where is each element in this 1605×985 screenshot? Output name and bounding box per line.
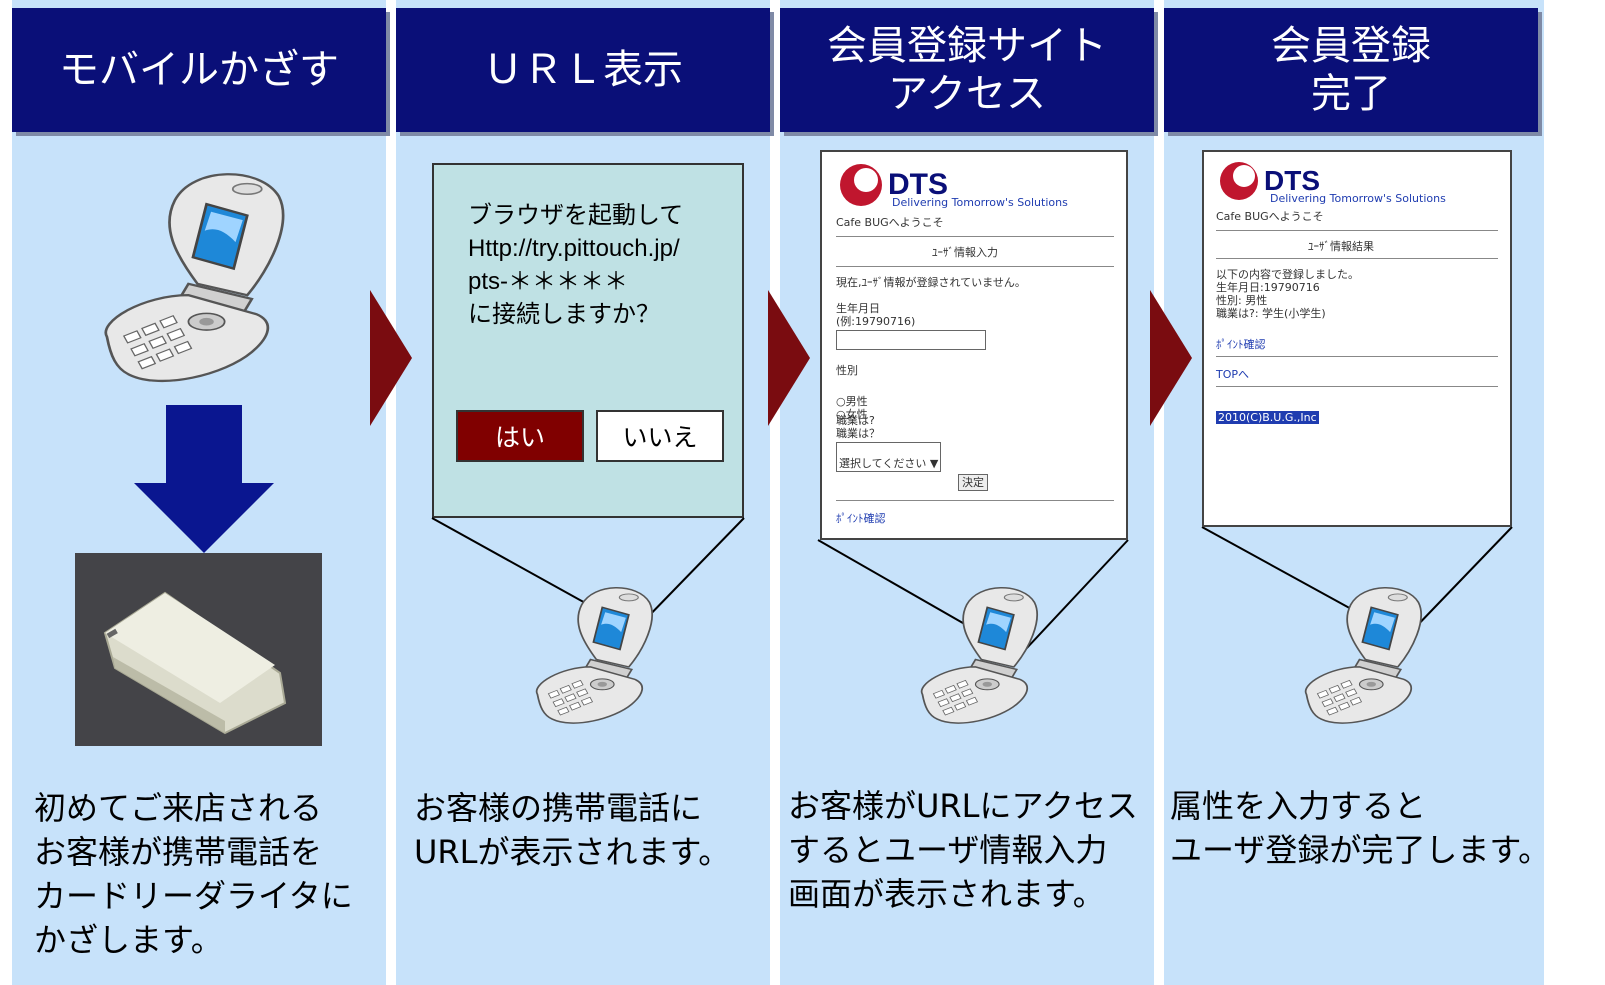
top-link[interactable]: TOPへ xyxy=(1216,368,1250,381)
copyright: 2010(C)B.U.G.,Inc xyxy=(1216,411,1319,424)
job-label: 職業は? 職業は？ xyxy=(836,414,880,440)
dts-logo-icon xyxy=(1220,162,1258,200)
dialog-message: ブラウザを起動して Http://try.pittouch.jp/ pts-＊＊… xyxy=(468,202,684,328)
dts-logo-icon xyxy=(840,164,882,206)
flip-phone-icon xyxy=(920,586,1039,724)
header-step2: ＵＲＬ表示 xyxy=(396,8,770,132)
flip-phone-icon xyxy=(535,586,654,724)
notice-text: 現在,ﾕｰｻﾞ情報が登録されていません。 xyxy=(836,276,1026,289)
header-step1: モバイルかざす xyxy=(12,8,386,132)
caption-step1: 初めてご来店される お客様が携帯電話を カードリーダライタに かざします。 xyxy=(34,789,353,959)
submit-button[interactable]: 決定 xyxy=(958,474,988,491)
flip-phone-icon xyxy=(1304,586,1423,724)
result-text: 以下の内容で登録しました。 生年月日:19790716 性別: 男性 職業は?:… xyxy=(1216,268,1359,320)
divider xyxy=(1216,356,1498,357)
tagline: Delivering Tomorrow's Solutions xyxy=(1270,192,1446,205)
divider xyxy=(836,500,1114,501)
gender-label: 性別 xyxy=(836,364,858,377)
job-select[interactable]: 選択してください ▼ xyxy=(836,442,942,472)
divider xyxy=(836,236,1114,237)
dts-logo: DTS xyxy=(838,162,948,208)
welcome-text: Cafe BUGへようこそ xyxy=(836,216,944,229)
url-dialog: ブラウザを起動して Http://try.pittouch.jp/ pts-＊＊… xyxy=(432,163,744,518)
divider xyxy=(1216,230,1498,231)
result-screen: DTS Delivering Tomorrow's Solutions Cafe… xyxy=(1202,150,1512,527)
gender-options: ○男性 ○女性 xyxy=(836,395,868,421)
yes-button[interactable]: はい xyxy=(456,410,584,462)
down-arrow-icon xyxy=(134,405,274,553)
header-step4: 会員登録 完了 xyxy=(1164,8,1538,132)
dts-logo: DTS xyxy=(1218,160,1320,202)
caption-step4: 属性を入力すると ユーザ登録が完了します。 xyxy=(1170,787,1551,869)
chevron-right-icon xyxy=(768,290,810,426)
chevron-right-icon xyxy=(1150,290,1192,426)
birth-label: 生年月日 (例:19790716) xyxy=(836,302,916,328)
divider xyxy=(1216,258,1498,259)
divider xyxy=(1216,386,1498,387)
section-title: ﾕｰｻﾞ情報入力 xyxy=(932,246,998,259)
points-link[interactable]: ﾎﾟｲﾝﾄ確認 xyxy=(1216,338,1266,351)
registration-screen: DTS Delivering Tomorrow's Solutions Cafe… xyxy=(820,150,1128,540)
female-radio[interactable]: ○ xyxy=(836,408,846,421)
no-button[interactable]: いいえ xyxy=(596,410,724,462)
tagline: Delivering Tomorrow's Solutions xyxy=(892,196,1068,209)
header-step3: 会員登録サイト アクセス xyxy=(780,8,1154,132)
divider xyxy=(836,266,1114,267)
welcome-text: Cafe BUGへようこそ xyxy=(1216,210,1324,223)
male-radio[interactable]: ○ xyxy=(836,395,846,408)
points-link[interactable]: ﾎﾟｲﾝﾄ確認 xyxy=(836,512,886,525)
card-reader-device xyxy=(75,553,322,746)
birth-input[interactable] xyxy=(836,330,986,350)
chevron-right-icon xyxy=(370,290,412,426)
section-title: ﾕｰｻﾞ情報結果 xyxy=(1308,240,1374,253)
caption-step3: お客様がURLにアクセス するとユーザ情報入力 画面が表示されます。 xyxy=(788,787,1138,913)
caption-step2: お客様の携帯電話に URLが表示されます。 xyxy=(414,789,731,871)
